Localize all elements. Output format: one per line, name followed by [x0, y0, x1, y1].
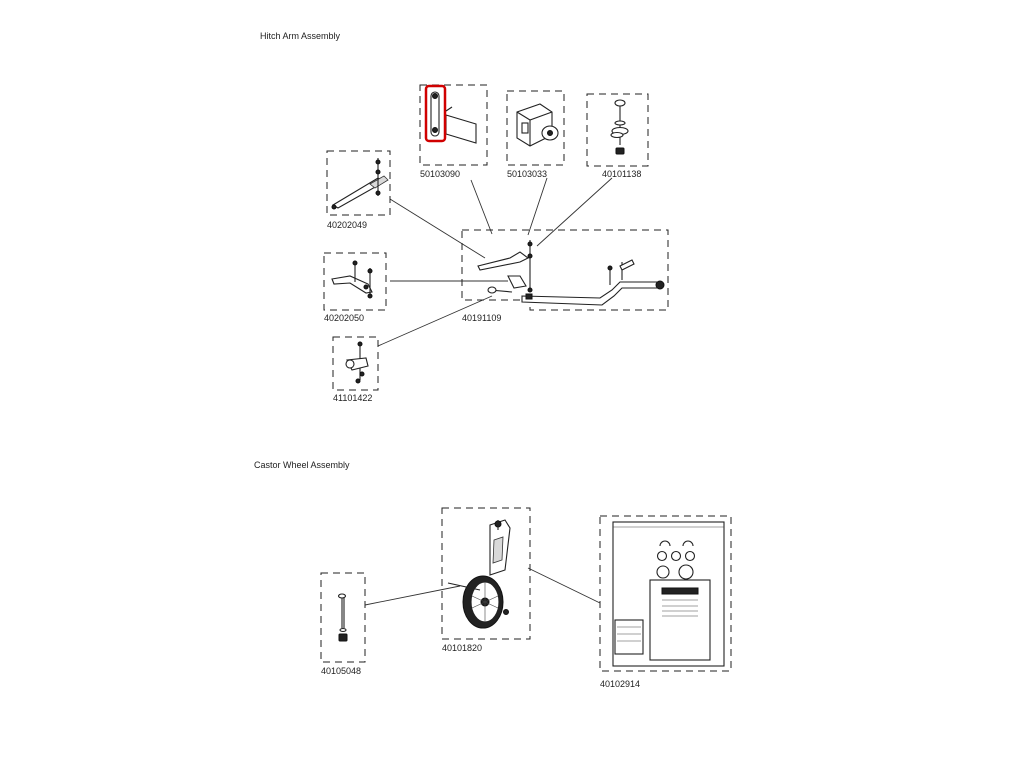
upper-arm-bracket-icon — [331, 158, 389, 210]
part-50103033[interactable] — [506, 90, 565, 166]
part-label-50103033: 50103033 — [507, 169, 548, 179]
part-label-40202050: 40202050 — [324, 313, 365, 323]
hitch-arm-tube-icon — [477, 240, 665, 306]
manual-and-kit-icon — [612, 521, 725, 667]
part-label-40105048: 40105048 — [321, 666, 362, 676]
part-label-40202049: 40202049 — [327, 220, 368, 230]
part-50103090[interactable] — [419, 84, 488, 166]
axle-bolt-icon — [337, 593, 348, 642]
castor-wheel-icon — [447, 519, 511, 629]
part-40202049[interactable] — [326, 150, 391, 216]
part-40202050[interactable] — [323, 252, 387, 311]
hitch-strap-with-plate-icon — [424, 84, 477, 144]
part-label-40102914: 40102914 — [600, 679, 641, 689]
part-label-50103090: 50103090 — [420, 169, 461, 179]
part-label-40101138: 40101138 — [602, 169, 642, 179]
bolt-washer-nut-icon — [610, 99, 629, 155]
lower-arm-bracket-icon — [331, 260, 373, 299]
hitch-leader-lines — [377, 177, 613, 347]
castor-leader-lines — [364, 567, 601, 606]
part-41101422[interactable] — [332, 336, 379, 391]
part-label-40101820: 40101820 — [442, 643, 483, 653]
pin-clip-icon — [345, 341, 369, 384]
part-40102914[interactable] — [599, 515, 732, 672]
part-40105048[interactable] — [320, 572, 366, 663]
part-label-41101422: 41101422 — [333, 393, 373, 403]
hitch-coupler-icon — [516, 103, 559, 147]
castor-wheel-assembly-title: Castor Wheel Assembly — [254, 460, 350, 470]
part-40191109[interactable] — [461, 229, 669, 311]
part-40101820[interactable] — [441, 507, 531, 640]
part-label-40191109: 40191109 — [462, 313, 502, 323]
hitch-arm-assembly-title: Hitch Arm Assembly — [260, 31, 341, 41]
part-40101138[interactable] — [586, 93, 649, 167]
